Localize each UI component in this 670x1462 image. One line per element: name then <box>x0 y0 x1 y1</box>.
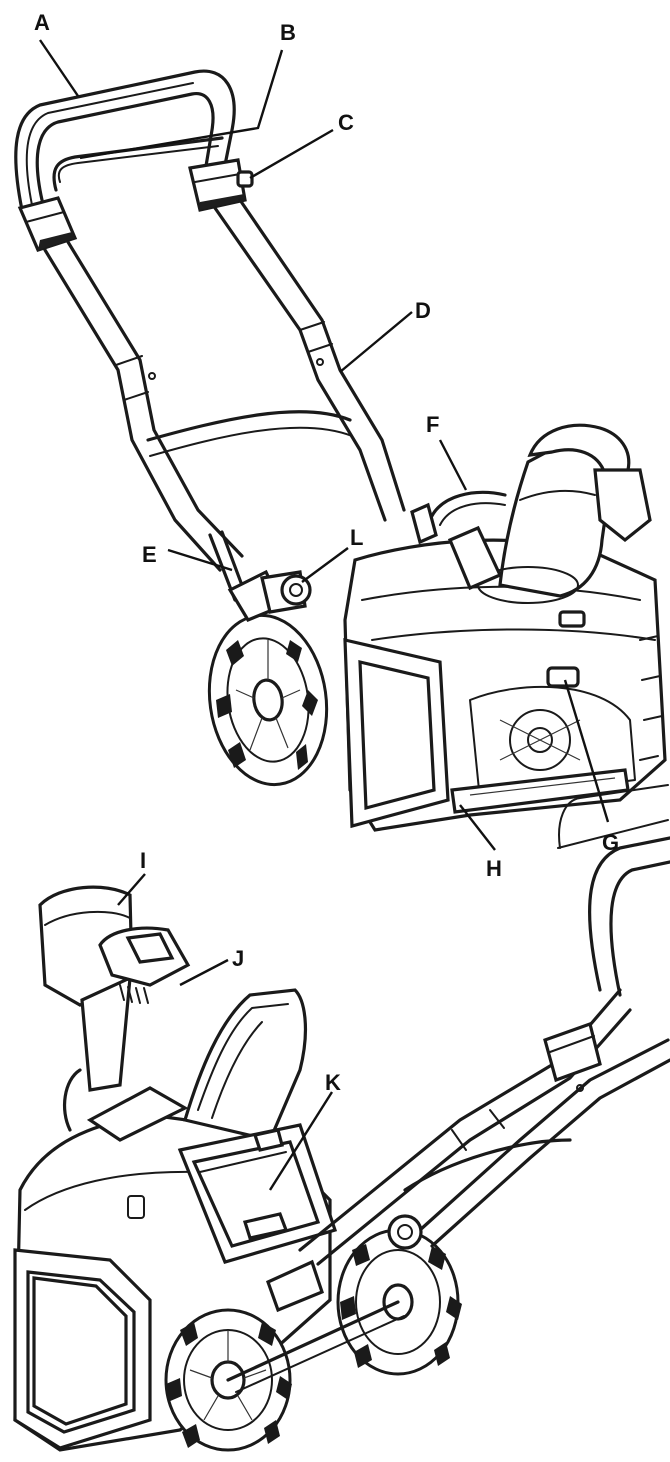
label-c: C <box>338 110 354 135</box>
chute-deflector <box>98 926 191 1004</box>
label-e: E <box>142 542 157 567</box>
discharge-chute <box>410 423 652 604</box>
cross-brace <box>146 410 352 442</box>
leader-g <box>563 679 610 823</box>
chute-top <box>38 885 134 1092</box>
battery-compartment <box>177 1123 338 1264</box>
leader-k <box>268 1091 334 1191</box>
handle-knob-left <box>17 196 78 252</box>
label-g: G <box>602 830 619 855</box>
label-k: K <box>325 1070 341 1095</box>
handle-tube-right <box>213 198 406 522</box>
leader-f <box>438 439 468 491</box>
label-h: H <box>486 856 502 881</box>
leader-c <box>249 128 334 180</box>
label-f: F <box>426 412 439 437</box>
handle-tube-left <box>43 240 244 572</box>
label-a: A <box>34 10 50 35</box>
skid <box>374 814 471 831</box>
callout-labels: A B C D E F G H L I J K <box>34 10 619 1095</box>
leader-j <box>179 958 229 987</box>
callout-leaders <box>39 39 610 1191</box>
leader-a <box>39 39 79 97</box>
safety-bar <box>52 136 224 192</box>
back-wheel <box>336 1228 462 1376</box>
lower-handle-tubes <box>298 784 670 1266</box>
axle-lower <box>235 1315 405 1393</box>
rear-wheel <box>207 613 329 787</box>
label-l: L <box>350 525 363 550</box>
leader-b <box>79 49 284 160</box>
auger-housing <box>343 538 667 832</box>
bottom-view <box>13 784 670 1452</box>
handle-knob-right <box>188 158 254 212</box>
leader-l <box>301 547 349 583</box>
label-i: I <box>140 848 146 873</box>
leader-d <box>339 311 413 373</box>
label-b: B <box>280 20 296 45</box>
upper-handle <box>14 69 236 212</box>
leader-i <box>117 873 146 906</box>
leader-e <box>167 548 233 572</box>
lower-lever <box>265 1259 324 1313</box>
top-view <box>14 69 667 832</box>
battery-lid <box>182 988 308 1142</box>
adjustment-knob <box>280 574 312 606</box>
label-d: D <box>415 298 431 323</box>
cross-brace-lower <box>149 426 353 457</box>
leader-h <box>459 804 496 851</box>
label-j: J <box>232 946 244 971</box>
axle <box>226 1300 400 1382</box>
